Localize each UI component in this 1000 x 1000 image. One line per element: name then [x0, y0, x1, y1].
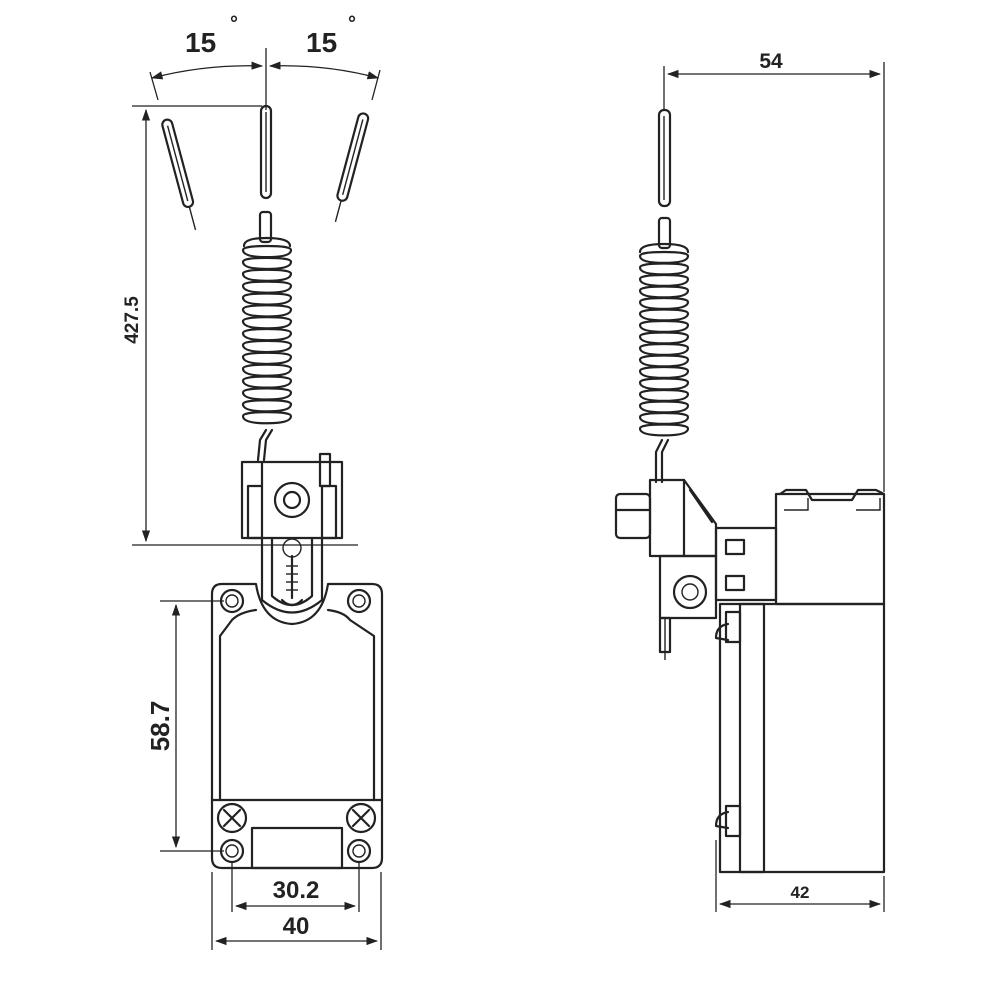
actuator-head-side — [614, 478, 718, 660]
height-dimension — [132, 105, 358, 546]
spring-coil — [241, 268, 293, 282]
mount-hole-top-left — [219, 588, 245, 614]
spring-front — [241, 210, 293, 462]
spring-coil — [241, 304, 293, 318]
mount-hole-bottom-right — [346, 838, 372, 864]
spring-coil — [241, 411, 293, 425]
rod-left-tilted — [161, 118, 197, 231]
spring-coil — [638, 273, 690, 287]
spring-coil — [638, 354, 690, 368]
vertical-hole-spacing-dimension — [160, 600, 224, 852]
rod-right-tilted — [334, 112, 370, 223]
spring-side — [638, 242, 690, 484]
angle-dimension-arcs — [149, 48, 381, 110]
body-width-value: 40 — [283, 913, 310, 940]
vertical-hole-spacing-value: 58.7 — [145, 701, 175, 752]
front-view: 15 ° 15 ° — [122, 13, 384, 950]
spring-coil — [241, 387, 293, 401]
body-depth-value: 42 — [791, 883, 810, 902]
body-width-dimension — [211, 872, 382, 950]
body-depth-dimension — [715, 840, 885, 912]
angle-left-degree: ° — [230, 13, 238, 35]
spring-coil — [638, 308, 690, 322]
spring-coil — [638, 342, 690, 356]
screw-bottom-right — [345, 802, 377, 834]
spring-coil — [638, 377, 690, 391]
switch-body-front — [210, 582, 384, 870]
spring-coil — [241, 363, 293, 377]
mount-hole-top-right — [346, 588, 372, 614]
side-view: 54 — [614, 50, 886, 912]
spring-coil — [638, 250, 690, 264]
actuator-head-front — [240, 452, 344, 614]
angle-left-value: 15 — [185, 27, 216, 58]
spring-coil — [638, 388, 690, 402]
rod-center — [259, 104, 273, 200]
spring-coil — [241, 256, 293, 271]
switch-body-side — [714, 488, 886, 874]
spring-coil — [241, 339, 293, 354]
spring-coil — [241, 327, 293, 342]
overall-depth-value: 54 — [759, 50, 783, 73]
height-dimension-value: 427.5 — [122, 296, 143, 344]
spring-coil — [638, 262, 690, 276]
spring-coil — [638, 296, 690, 310]
spring-coil — [241, 292, 293, 306]
spring-coil — [241, 375, 293, 389]
spring-coil — [241, 280, 293, 294]
spring-coil — [241, 316, 293, 330]
angle-right-value: 15 — [306, 27, 337, 58]
spring-coil — [638, 411, 690, 425]
spring-coil — [638, 400, 690, 414]
mount-hole-bottom-left — [219, 838, 245, 864]
angle-right-degree: ° — [348, 13, 356, 35]
overall-depth-dimension — [663, 62, 885, 492]
spring-coil — [241, 399, 293, 413]
spring-coil — [638, 423, 690, 437]
horizontal-hole-spacing-dimension — [231, 862, 360, 912]
screw-bottom-left — [216, 802, 248, 834]
spring-coil — [638, 285, 690, 299]
spring-coil — [638, 365, 690, 379]
spring-coil — [638, 319, 690, 333]
head-mount-block — [714, 526, 778, 602]
horizontal-hole-spacing-value: 30.2 — [273, 877, 320, 904]
spring-coil — [638, 331, 690, 345]
rod-side — [657, 108, 672, 250]
spring-coil — [241, 244, 293, 259]
spring-coil — [241, 351, 293, 366]
